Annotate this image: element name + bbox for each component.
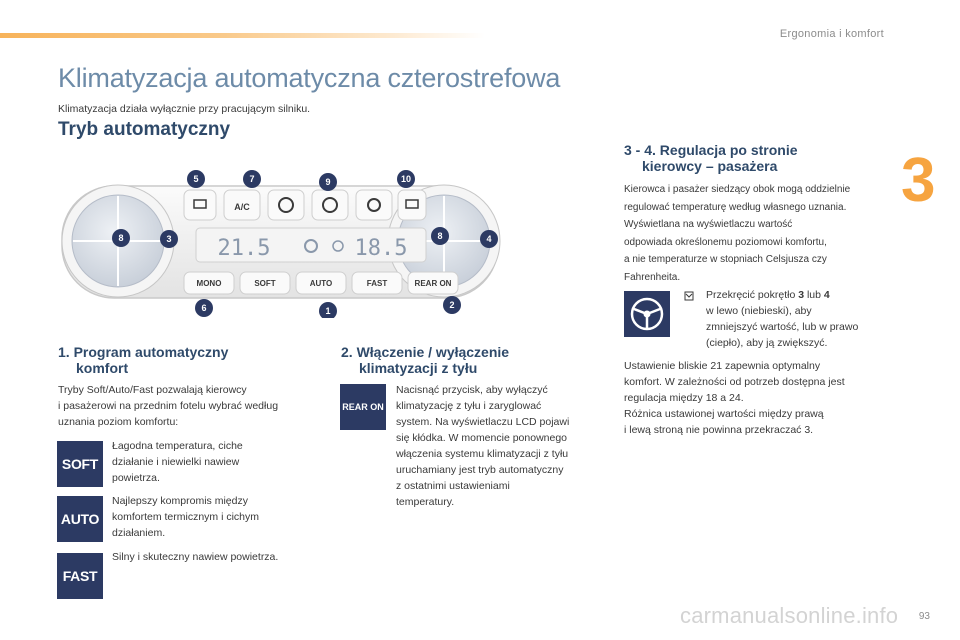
lcd-right-value: 18.5 [355,236,408,261]
svg-text:2: 2 [449,300,454,310]
svg-text:8: 8 [437,231,442,241]
section-3-heading: 3 - 4. Regulacja po stronie kierowcy – p… [624,142,798,174]
top-buttons [183,189,427,221]
rear-on-label: REAR ON [415,279,452,288]
top-button-icons: A/C [193,197,419,213]
section-name: Ergonomia i komfort [779,28,884,40]
bottom-buttons [183,271,459,295]
steering-wheel-icon [624,291,670,337]
watermark: carmanualsonline.info [680,603,899,628]
callout-3 [160,230,178,248]
bullet-icon [684,291,694,303]
turn-knob-instruction: Przekręcić pokrętło 3 lub 4 w lewo (nieb… [706,289,859,349]
intro-text: Klimatyzacja działa wyłącznie przy pracu… [58,103,311,115]
lcd-left-value: 21.5 [218,236,271,261]
rear-on-button-icon: REAR ON [340,384,386,430]
section-3-text: Kierowca i pasażer siedzący obok mogą od… [624,184,851,283]
section-3-after-text: Ustawienie bliskie 21 zapewnia optymalny… [624,360,845,436]
svg-text:9: 9 [325,177,330,187]
callout-8-right-dot [431,227,449,245]
section-2-heading: 2. Włączenie / wyłączenie klimatyzacji z… [341,344,510,376]
svg-text:3: 3 [166,234,171,244]
svg-text:8: 8 [118,233,123,243]
callout-9 [319,173,337,191]
auto-button-icon: AUTO [57,496,103,542]
climate-panel-illustration: A/C 21.5 18.5 MONO SOFT AUTO FAST REAR O… [61,170,501,318]
callout-6 [195,299,213,317]
fast-button-icon: FAST [57,553,103,599]
header-accent-bar [0,33,485,38]
fast-label: FAST [367,279,388,288]
svg-text:4: 4 [486,234,491,244]
chapter-number: 3 [901,146,936,215]
soft-button-icon: SOFT [57,441,103,487]
callout-10 [397,170,415,188]
svg-text:7: 7 [249,174,254,184]
callout-7 [243,170,261,188]
callout-1 [319,302,337,318]
page-title: Klimatyzacja automatyczna czterostrefowa [58,63,561,93]
callout-5 [187,170,205,188]
callouts: 5 7 9 10 8 3 4 8 6 1 2 [112,170,498,318]
svg-text:6: 6 [201,303,206,313]
fast-description: Silny i skuteczny nawiew powietrza. [112,551,279,563]
section-1-lead: Tryby Soft/Auto/Fast pozwalają kierowcy … [58,384,279,428]
svg-text:10: 10 [401,174,411,184]
auto-label: AUTO [310,279,333,288]
section-heading: Tryb automatyczny [58,119,231,140]
mono-label: MONO [197,279,222,288]
lcd-display [195,227,427,263]
callout-8-left [112,229,130,247]
callout-4 [480,230,498,248]
svg-text:5: 5 [193,174,198,184]
section-1-heading: 1. Program automatyczny komfort [58,344,229,376]
ac-label: A/C [234,202,250,212]
page-number: 93 [918,611,930,622]
soft-label: SOFT [254,279,275,288]
callout-2 [443,296,461,314]
svg-text:1: 1 [325,306,330,316]
